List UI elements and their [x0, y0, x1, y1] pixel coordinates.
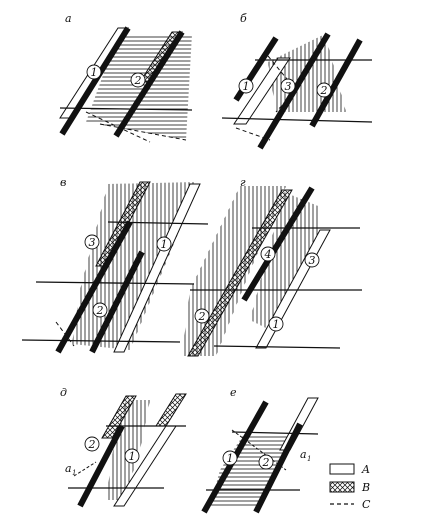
panel-v-black-bed-left [55, 220, 133, 354]
panel-d-circle-2 [84, 436, 100, 452]
panel-b-dashed-line-2 [275, 89, 297, 113]
panel-e-circle-1-text: 1 [227, 452, 234, 465]
panel-g-label: г [240, 176, 246, 189]
panel-g-crosshatch-bed [187, 189, 293, 357]
panel-a-circle-1-text: 1 [91, 66, 98, 79]
panel-g: г 4 3 2 1 [182, 176, 362, 357]
panel-b-black-bed-right [309, 38, 363, 128]
panel-g-hatch-area-right [250, 192, 320, 330]
panel-v-circle-1 [156, 236, 172, 252]
panel-g-circle-4-text: 4 [264, 248, 272, 261]
panel-v-dashed-line [55, 321, 75, 347]
panel-v-black-bed-right [89, 250, 145, 354]
panel-v-label: в [60, 176, 66, 189]
panel-e-line-top [231, 431, 319, 435]
panel-e: е 1 2 a 1 [201, 386, 319, 514]
panel-v-circle-1-text: 1 [161, 238, 168, 251]
panel-e-a1-label: a [300, 448, 307, 461]
panel-v-line-mid [35, 281, 195, 285]
panel-b-line-bottom [221, 117, 373, 123]
panel-v-bed-1 [113, 183, 201, 353]
panel-b-circle-2-text: 2 [320, 84, 328, 97]
panel-g-circle-1-text: 1 [273, 318, 280, 331]
panel-g-circle-3 [304, 252, 320, 268]
panel-v-circle-3 [84, 234, 100, 250]
panel-e-a1-subscript: 1 [307, 455, 311, 463]
panel-d-dashed-line [73, 461, 97, 477]
legend-label-b: B [361, 481, 370, 494]
panel-g-circle-4 [260, 246, 276, 262]
panel-e-label: е [230, 386, 237, 399]
legend: A B C [329, 463, 371, 511]
panel-d-label: д [60, 386, 67, 399]
panel-g-circle-3-text: 3 [309, 254, 316, 267]
panel-a-circle-2 [130, 72, 146, 88]
panel-e-circle-2-text: 2 [262, 456, 270, 469]
panel-b-circle-1-text: 1 [243, 80, 250, 93]
panel-d-circle-1-text: 1 [129, 450, 136, 463]
panel-d-circle-2-text: 2 [88, 438, 96, 451]
panel-b-black-bed-mid [257, 32, 331, 150]
panel-v-circle-2-text: 2 [96, 304, 104, 317]
legend-label-a: A [361, 463, 370, 476]
panel-a-circle-2-text: 2 [134, 74, 142, 87]
panel-b-label: б [240, 12, 247, 25]
panel-v: в 3 1 2 [21, 176, 209, 354]
panel-a-black-bed-left [59, 26, 131, 136]
panel-e-circle-2 [258, 454, 274, 470]
panel-a-line [59, 107, 193, 111]
panel-v-circle-2 [92, 302, 108, 318]
legend-blank-box-icon [329, 463, 355, 475]
panel-d-crosshatch-bed-left [101, 395, 137, 439]
panel-b-circle-3 [280, 78, 296, 94]
panel-v-circle-3-text: 3 [89, 236, 96, 249]
panel-a-black-bed-right [113, 30, 185, 138]
panel-d-black-bed [77, 424, 125, 508]
panel-d-a1-subscript: 1 [72, 469, 76, 477]
panel-g-line-bottom [213, 345, 341, 349]
panel-e-hatch-area [210, 434, 292, 506]
legend-label-c: C [362, 498, 371, 511]
panel-d: д 2 1 a 1 [60, 386, 187, 508]
panel-a: а 1 2 [59, 12, 193, 143]
panel-b-circle-1 [238, 78, 254, 94]
panel-a-label: а [65, 12, 72, 25]
panel-a-dashed-line [85, 111, 151, 143]
panel-e-dashed-line [231, 429, 287, 471]
panel-d-circle-1 [124, 448, 140, 464]
panel-b-bed-1 [233, 57, 291, 125]
panel-v-line-top [107, 221, 209, 225]
panel-a-circle-1 [86, 64, 102, 80]
legend-crosshatch-box-icon [329, 481, 355, 493]
panel-g-black-bed [241, 186, 315, 302]
panel-b-circle-2 [316, 82, 332, 98]
panel-b-circle-3-text: 3 [285, 80, 292, 93]
panel-g-circle-1 [268, 316, 284, 332]
panel-d-a1-label: a [65, 462, 72, 475]
panel-g-circle-2-text: 2 [198, 310, 206, 323]
panel-e-black-bed-right [253, 422, 303, 514]
panel-v-line-bottom [21, 339, 181, 343]
panel-b-dashed-line-3 [235, 127, 271, 141]
panel-d-crosshatch-bed-right [155, 393, 187, 427]
panel-b: б 1 3 2 [221, 12, 373, 150]
panel-g-circle-2 [194, 308, 210, 324]
panel-a-dashed-line-2 [99, 123, 187, 141]
panel-e-circle-1 [222, 450, 238, 466]
